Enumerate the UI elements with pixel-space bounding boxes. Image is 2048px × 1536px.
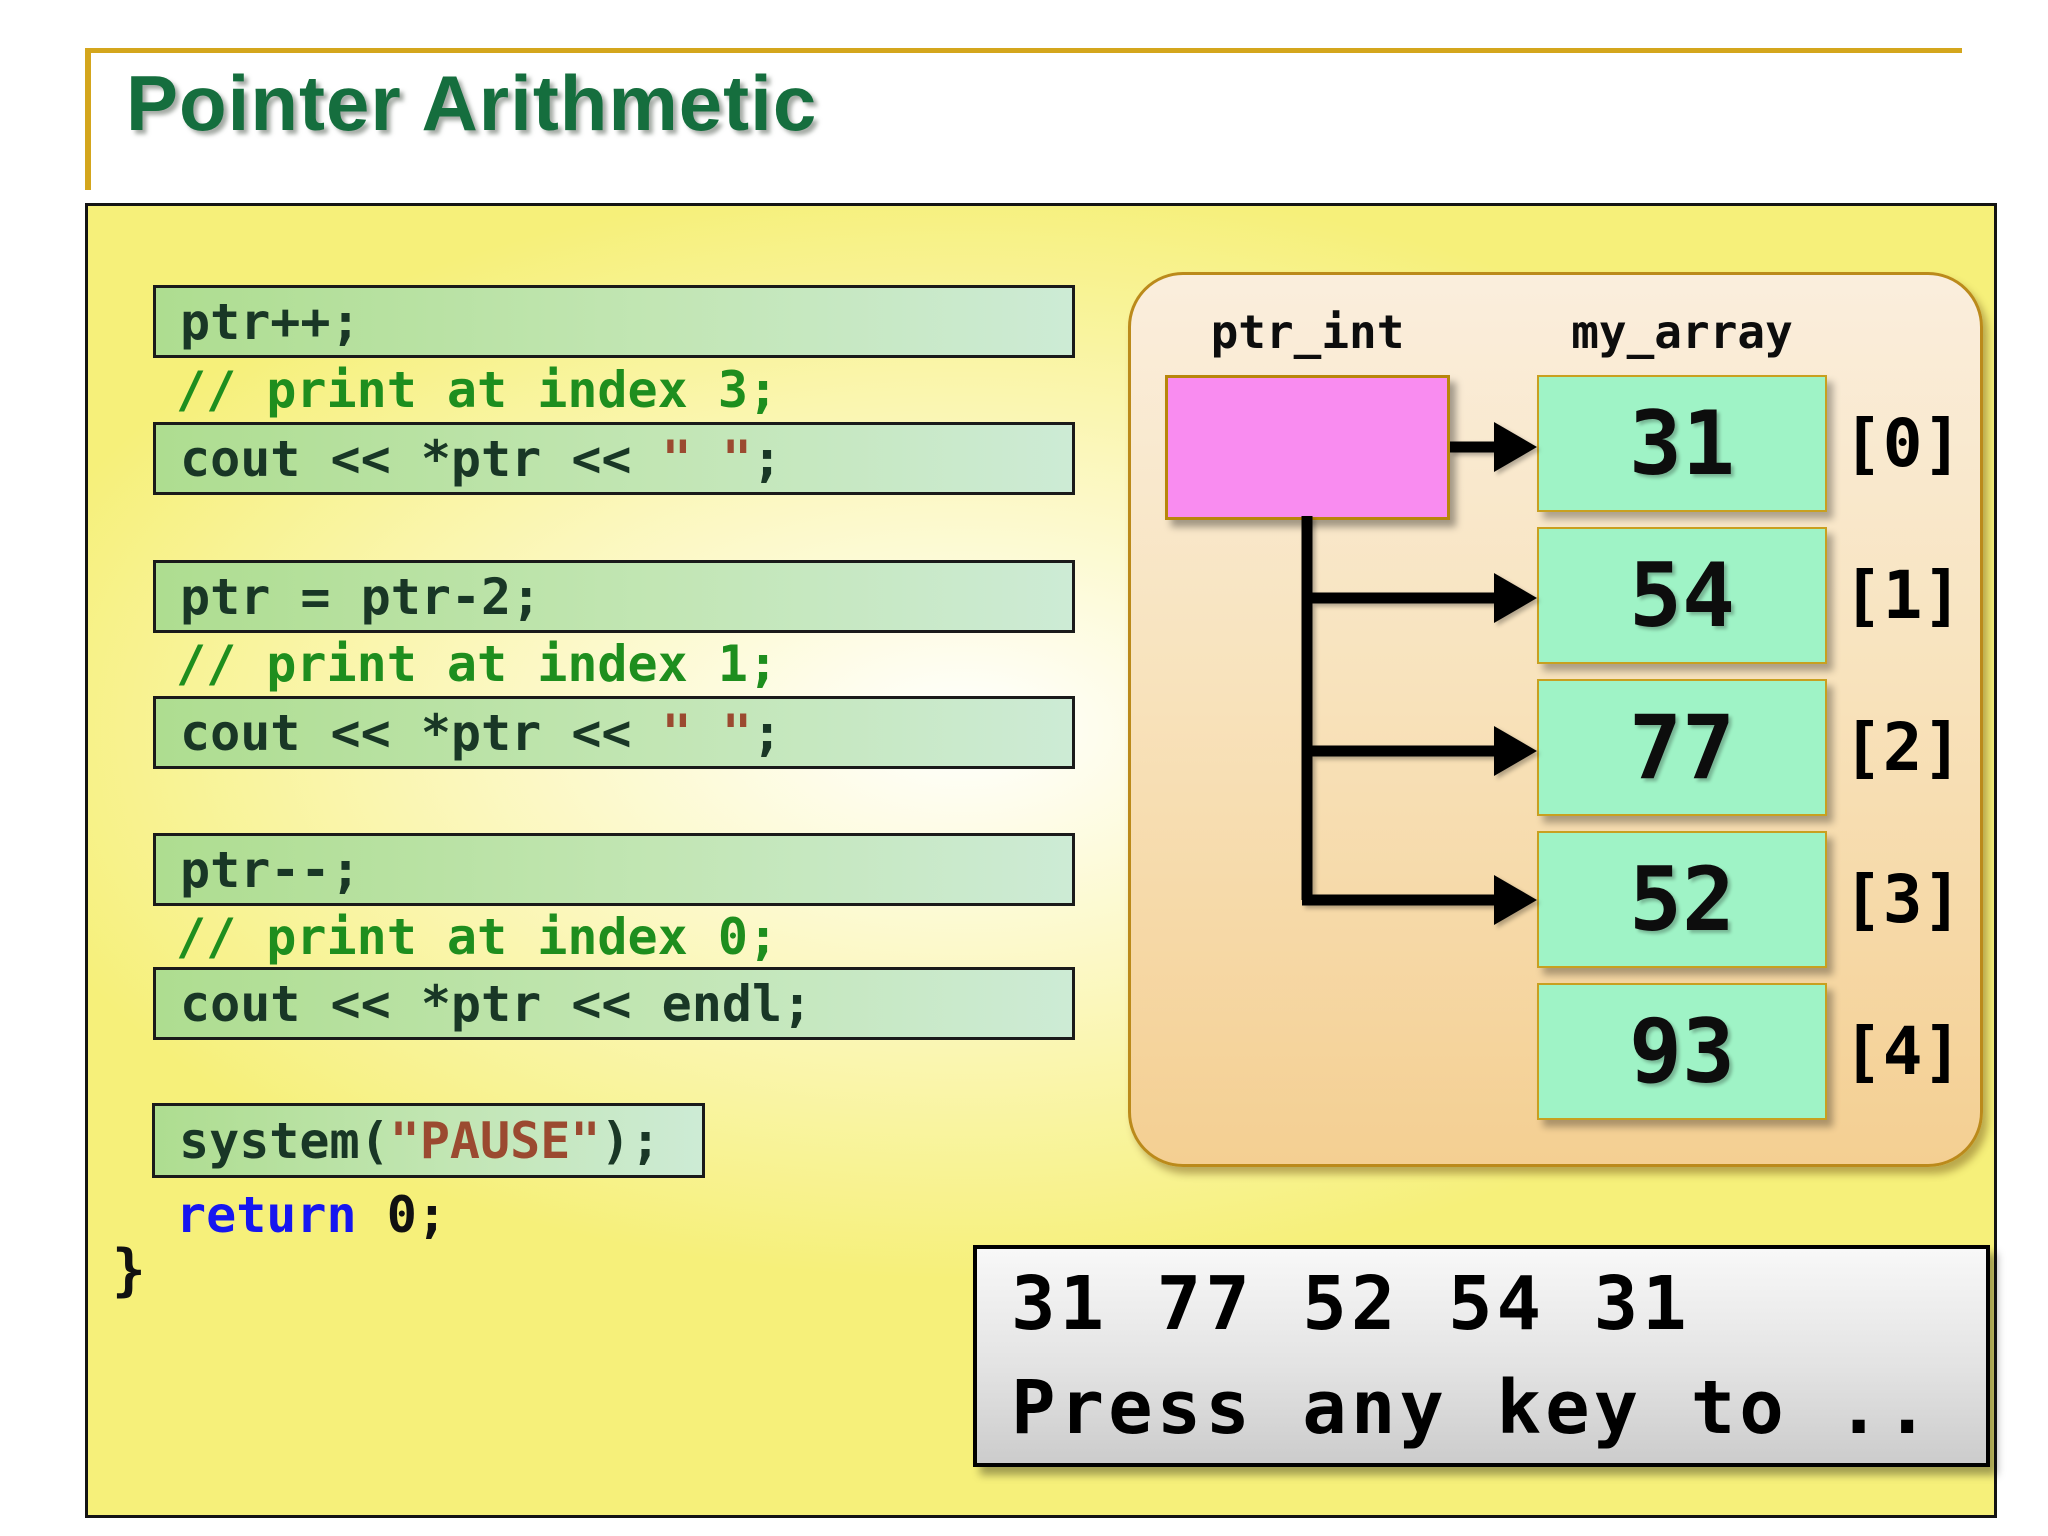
array-index-label: [1] <box>1843 557 1963 634</box>
code-text: system( <box>179 1111 390 1170</box>
code-text: ); <box>600 1111 661 1170</box>
code-text: ptr++; <box>180 292 361 351</box>
code-text: cout << *ptr << <box>180 429 662 488</box>
cell-value: 93 <box>1629 1000 1735 1103</box>
code-text: cout << *ptr << <box>180 703 662 762</box>
cell-value: 31 <box>1629 392 1735 495</box>
code-text: ptr = ptr-2; <box>180 567 542 626</box>
string-literal: " " <box>661 429 752 488</box>
console-output-box: 31 77 52 54 31 Press any key to .. <box>973 1245 1990 1467</box>
console-line-1: 31 77 52 54 31 <box>1011 1261 1691 1347</box>
keyword-return: return <box>176 1186 357 1244</box>
page-title: Pointer Arithmetic <box>126 59 818 147</box>
code-return-line: return 0; <box>176 1185 447 1245</box>
array-cell: 54 <box>1537 527 1827 664</box>
array-cell: 93 <box>1537 983 1827 1120</box>
code-comment: // print at index 1; <box>176 635 779 693</box>
cell-value: 52 <box>1629 848 1735 951</box>
code-text: ; <box>751 429 783 488</box>
array-cell: 52 <box>1537 831 1827 968</box>
array-index-label: [4] <box>1843 1013 1963 1090</box>
pointer-box <box>1165 375 1450 520</box>
code-text: ptr--; <box>180 840 361 899</box>
array-cell: 77 <box>1537 679 1827 816</box>
code-statement-box: cout << *ptr << endl; <box>153 967 1075 1040</box>
closing-brace: } <box>112 1238 146 1303</box>
code-text: ; <box>751 703 783 762</box>
array-index-label: [3] <box>1843 861 1963 938</box>
code-statement-box: cout << *ptr << " "; <box>153 422 1075 495</box>
string-literal: "PAUSE" <box>389 1111 601 1170</box>
title-rule-left <box>85 48 91 190</box>
array-index-label: [0] <box>1843 405 1963 482</box>
cell-value: 54 <box>1629 544 1735 647</box>
array-variable-label: my_array <box>1571 305 1793 359</box>
array-index-label: [2] <box>1843 709 1963 786</box>
code-text: 0; <box>356 1186 447 1244</box>
string-literal: " " <box>661 703 752 762</box>
pointer-variable-label: ptr_int <box>1210 305 1405 359</box>
code-comment: // print at index 0; <box>176 908 779 966</box>
array-cell: 31 <box>1537 375 1827 512</box>
code-text: cout << *ptr << endl; <box>180 974 813 1033</box>
code-statement-box: ptr++; <box>153 285 1075 358</box>
code-statement-box: ptr = ptr-2; <box>153 560 1075 633</box>
code-comment: // print at index 3; <box>176 361 779 419</box>
console-line-2: Press any key to .. <box>1011 1365 1934 1451</box>
code-statement-box: ptr--; <box>153 833 1075 906</box>
cell-value: 77 <box>1629 696 1735 799</box>
code-statement-box: cout << *ptr << " "; <box>153 696 1075 769</box>
title-rule-top <box>85 48 1962 53</box>
code-statement-box: system("PAUSE"); <box>152 1103 705 1178</box>
